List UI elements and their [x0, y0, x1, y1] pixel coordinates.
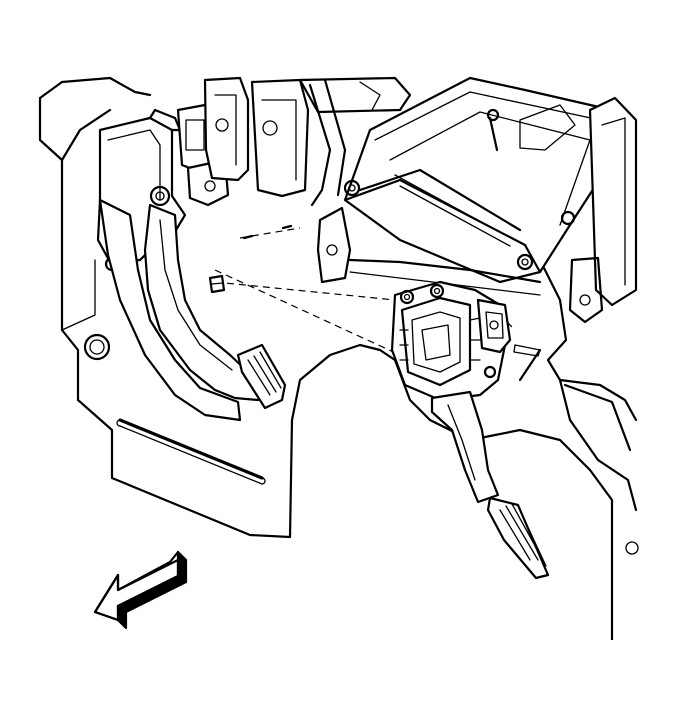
- dash-panel: [38, 76, 639, 640]
- mounting-bolts: [208, 224, 293, 294]
- vehicle-front-direction-arrow: [93, 550, 188, 630]
- steering-column-support: [203, 76, 638, 324]
- accelerator-pedal-arm: [430, 344, 550, 580]
- accelerator-pedal-module: [390, 280, 512, 402]
